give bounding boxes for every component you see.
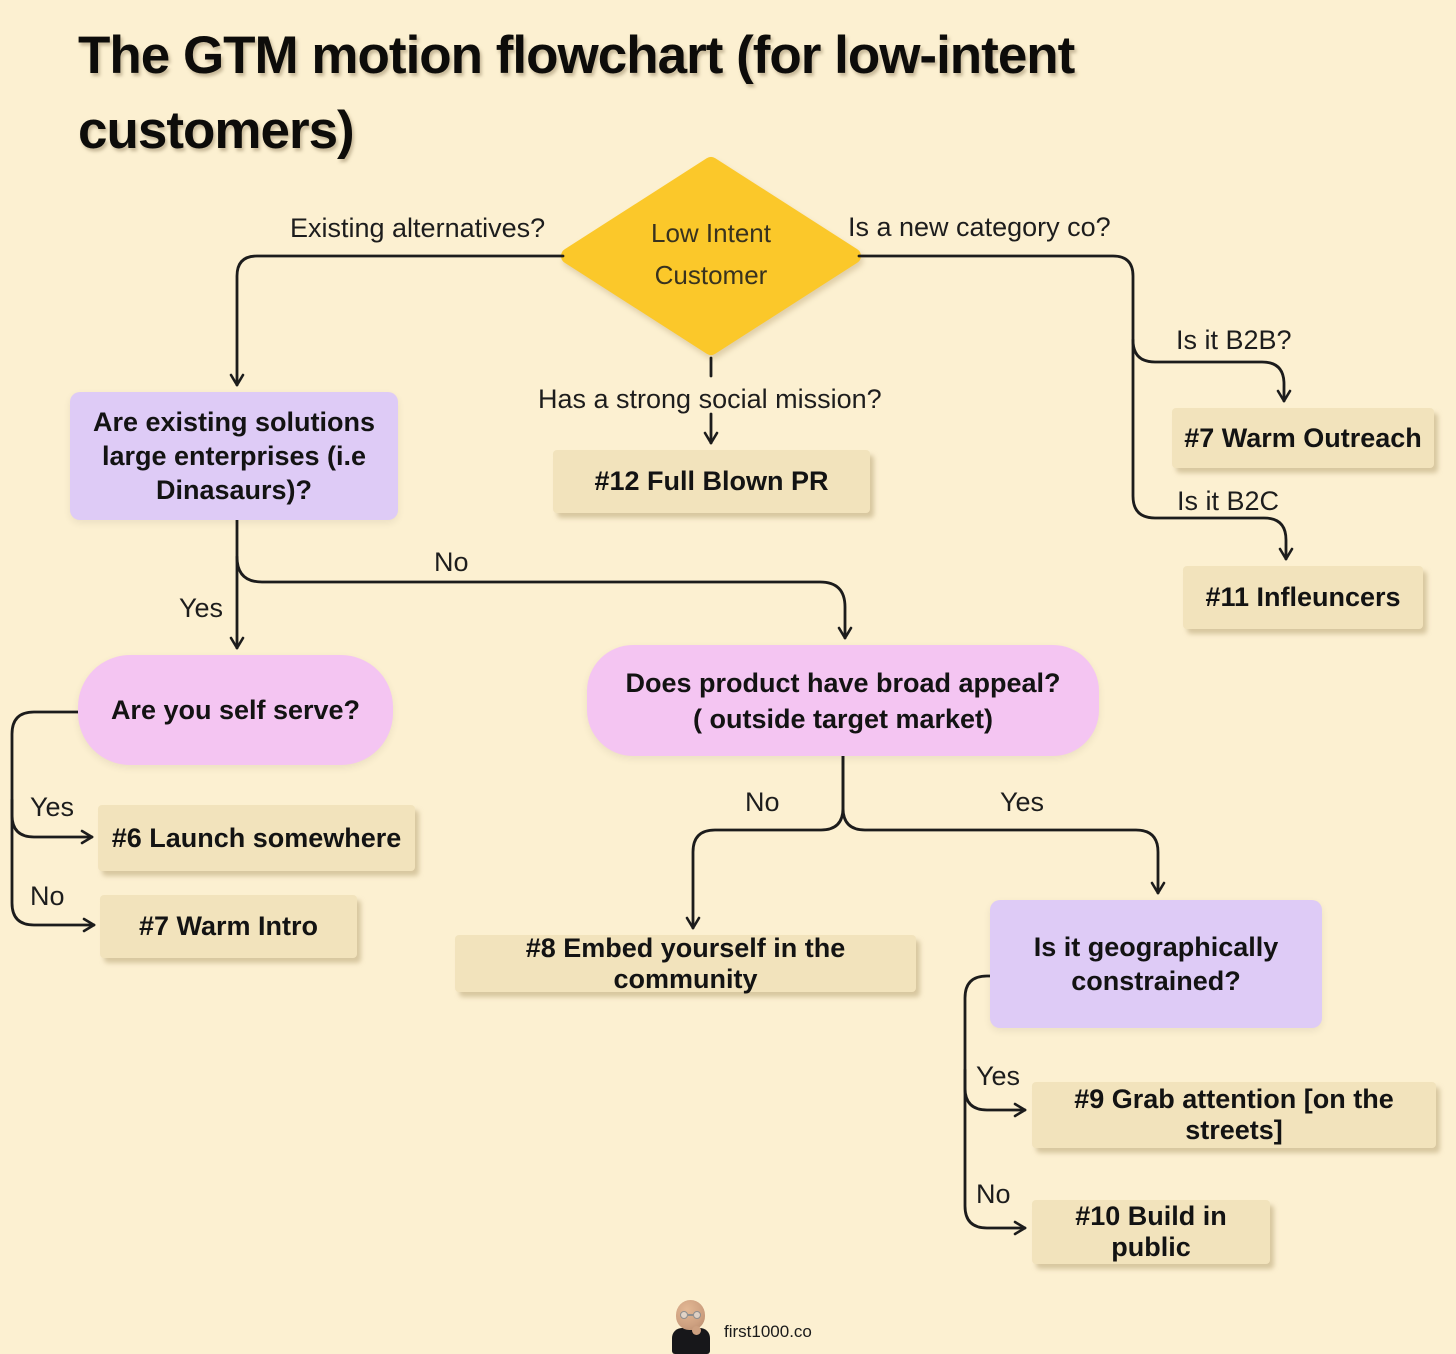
edge-no-broad-appeal — [235, 555, 853, 640]
node-existing-solutions-label: Are existing solutions large enterprises… — [92, 407, 376, 505]
thinking-person-avatar-icon — [668, 1300, 714, 1354]
edge-no-embed — [685, 754, 845, 930]
node-broad-appeal: Does product have broad appeal? ( outsid… — [587, 645, 1099, 756]
page-title: The GTM motion flowchart (for low-intent… — [78, 26, 1075, 161]
node-build-in-public: #10 Build in public — [1032, 1200, 1270, 1264]
node-launch-somewhere-label: #6 Launch somewhere — [111, 822, 402, 853]
diamond-line1: Low Intent — [651, 218, 771, 248]
label-yes-grab: Yes — [976, 1061, 1021, 1091]
node-influencers: #11 Infleuncers — [1183, 566, 1423, 629]
edge-yes-geo — [841, 754, 1166, 895]
diamond-line2: Customer — [654, 260, 768, 290]
label-b2c: Is it B2C — [1177, 486, 1280, 516]
node-warm-intro-label: #7 Warm Intro — [138, 911, 319, 941]
footer: first1000.co — [668, 1300, 812, 1354]
node-embed-community: #8 Embed yourself in the community — [455, 932, 916, 994]
node-warm-outreach-label: #7 Warm Outreach — [1184, 422, 1422, 453]
label-b2b: Is it B2B? — [1176, 325, 1292, 355]
label-yes-self-serve: Yes — [179, 593, 224, 623]
node-warm-intro: #7 Warm Intro — [100, 895, 357, 958]
label-yes-geo: Yes — [1000, 787, 1045, 817]
node-grab-attention-label: #9 Grab attention [on the streets] — [1074, 1084, 1394, 1145]
label-new-category: Is a new category co? — [848, 212, 1111, 242]
node-self-serve: Are you self serve? — [78, 655, 393, 765]
node-geo-constrained-line1: Is it geographically — [1033, 932, 1279, 962]
node-embed-community-label: #8 Embed yourself in the community — [525, 932, 846, 994]
label-no-broad-appeal: No — [434, 547, 469, 577]
label-no-warm-intro: No — [30, 881, 65, 911]
node-geo-constrained-line2: constrained? — [1071, 966, 1241, 996]
node-self-serve-label: Are you self serve? — [110, 695, 361, 725]
node-broad-appeal-line1: Does product have broad appeal? — [625, 667, 1061, 698]
avatar-body — [672, 1328, 710, 1354]
brand-text: first1000.co — [724, 1322, 812, 1341]
label-social-mission: Has a strong social mission? — [538, 384, 882, 414]
label-existing-alternatives: Existing alternatives? — [290, 213, 546, 243]
node-grab-attention: #9 Grab attention [on the streets] — [1032, 1082, 1436, 1148]
node-influencers-label: #11 Infleuncers — [1205, 582, 1401, 612]
node-build-in-public-label: #10 Build in public — [1075, 1201, 1227, 1262]
node-full-blown-pr-label: #12 Full Blown PR — [594, 466, 829, 496]
label-no-embed: No — [745, 787, 780, 817]
label-no-build: No — [976, 1179, 1011, 1209]
diamond-label: Low Intent Customer — [591, 212, 831, 296]
node-full-blown-pr: #12 Full Blown PR — [553, 450, 870, 513]
node-launch-somewhere: #6 Launch somewhere — [98, 805, 415, 871]
node-existing-solutions: Are existing solutions large enterprises… — [70, 392, 398, 520]
label-yes-launch: Yes — [30, 792, 75, 822]
avatar-hand — [692, 1326, 701, 1335]
avatar-glasses — [679, 1311, 702, 1319]
edge-existing-alternatives — [229, 254, 565, 387]
node-broad-appeal-line2: ( outside target market) — [692, 703, 994, 734]
node-warm-outreach: #7 Warm Outreach — [1172, 408, 1434, 468]
node-geo-constrained: Is it geographically constrained? — [990, 900, 1322, 1028]
